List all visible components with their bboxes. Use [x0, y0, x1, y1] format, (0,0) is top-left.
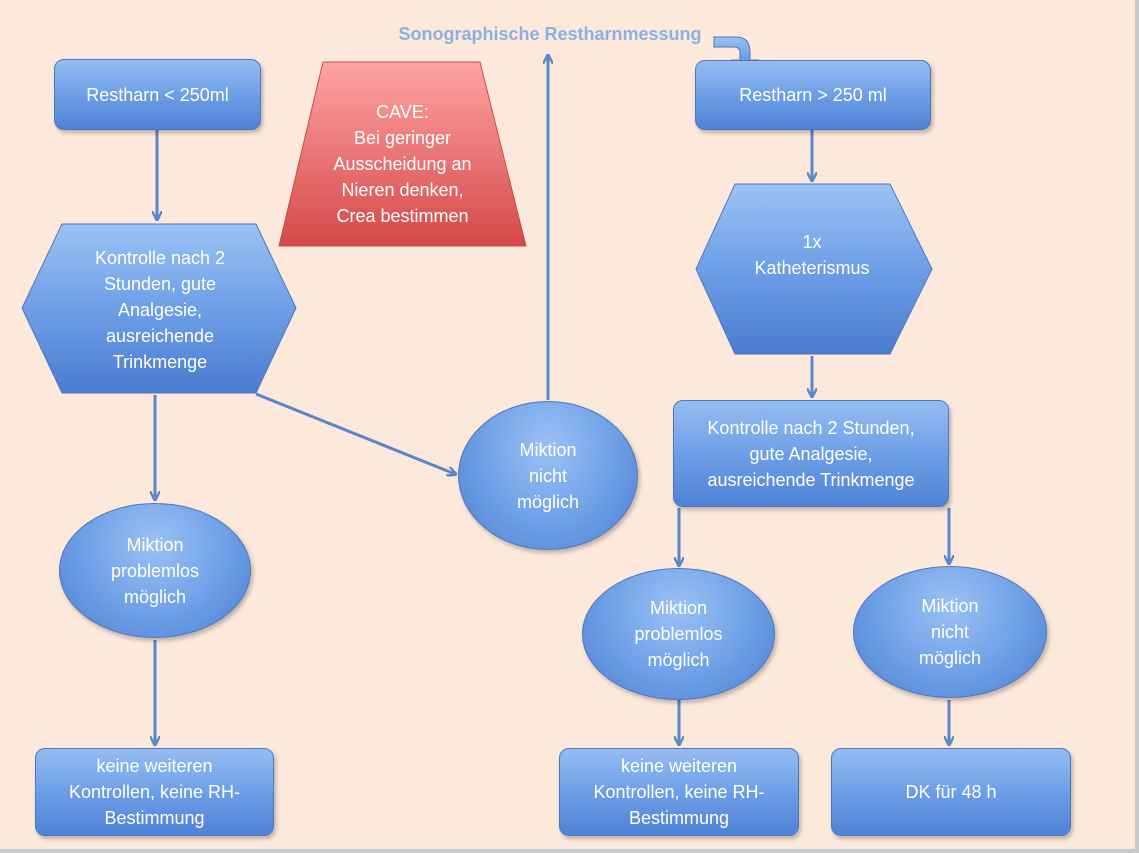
miktion-problemlos-right-ellipse: Miktion problemlos möglich [582, 568, 775, 700]
kontrolle-right-box: Kontrolle nach 2 Stunden, gute Analgesie… [673, 400, 949, 507]
keine-weiteren-right-box: keine weiteren Kontrollen, keine RH- Bes… [559, 748, 799, 836]
restharn-low-label: Restharn < 250ml [86, 84, 229, 105]
restharn-high-label: Restharn > 250 ml [739, 85, 887, 105]
restharn-high-box: Restharn > 250 ml [695, 60, 931, 130]
miktion-problemlos-left-ellipse: Miktion problemlos möglich [59, 503, 251, 638]
miktion-nicht-center-ellipse: Miktion nicht möglich [458, 401, 638, 550]
katheterismus-hexagon [695, 183, 933, 355]
miktion-nicht-right-label: Miktion nicht möglich [918, 596, 982, 668]
miktion-nicht-center-label: Miktion nicht möglich [516, 439, 580, 512]
arrow-kontrolle-left-to-miktion-nicht [255, 392, 455, 474]
dk-label: DK für 48 h [905, 782, 997, 802]
kontrolle-right-label: Kontrolle nach 2 Stunden, gute Analgesie… [707, 417, 915, 490]
restharn-low-box: Restharn < 250ml [54, 59, 261, 130]
miktion-problemlos-left-label: Miktion problemlos möglich [110, 534, 200, 607]
keine-weiteren-right-label: keine weiteren Kontrollen, keine RH- Bes… [593, 756, 765, 828]
keine-weiteren-left-label: keine weiteren Kontrollen, keine RH- Bes… [68, 756, 241, 828]
kontrolle-left-hexagon [21, 223, 297, 394]
keine-weiteren-left-box: keine weiteren Kontrollen, keine RH- Bes… [35, 748, 274, 836]
miktion-nicht-right-ellipse: Miktion nicht möglich [853, 566, 1047, 698]
dk-box: DK für 48 h [831, 748, 1071, 836]
cave-warning-shape [278, 61, 527, 247]
miktion-problemlos-right-label: Miktion problemlos möglich [634, 598, 723, 670]
diagram-title: Sonographische Restharnmessung [398, 24, 702, 44]
